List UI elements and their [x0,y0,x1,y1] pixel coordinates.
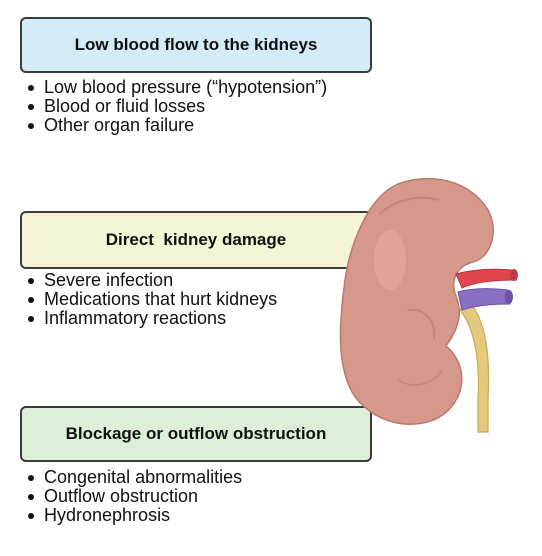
list-item: Hydronephrosis [20,506,372,525]
list-item: Medications that hurt kidneys [20,290,372,309]
vein-opening [505,290,513,304]
section-header-direct-damage: Direct kidney damage [20,211,372,269]
list-item: Inflammatory reactions [20,309,372,328]
ureter [459,296,490,433]
kidney-contour [407,308,436,339]
cause-list-low-blood-flow: Low blood pressure (“hypotension”) Blood… [20,78,372,135]
list-item: Blood or fluid losses [20,97,372,116]
section-direct-damage: Direct kidney damage Severe infection Me… [20,211,372,328]
section-header-obstruction: Blockage or outflow obstruction [20,406,372,462]
renal-vein [457,288,511,311]
section-low-blood-flow: Low blood flow to the kidneys Low blood … [20,17,372,135]
renal-artery [455,268,517,289]
kidney-contour [397,369,443,386]
list-item: Outflow obstruction [20,487,372,506]
cause-list-obstruction: Congenital abnormalities Outflow obstruc… [20,468,372,525]
section-header-low-blood-flow: Low blood flow to the kidneys [20,17,372,73]
kidney-highlight [374,230,406,290]
section-obstruction: Blockage or outflow obstruction Congenit… [20,406,372,525]
list-item: Low blood pressure (“hypotension”) [20,78,372,97]
list-item: Congenital abnormalities [20,468,372,487]
list-item: Severe infection [20,271,372,290]
kidney-contour [379,196,439,215]
cause-list-direct-damage: Severe infection Medications that hurt k… [20,271,372,328]
kidney-icon [339,177,518,433]
list-item: Other organ failure [20,116,372,135]
artery-opening [510,269,518,281]
